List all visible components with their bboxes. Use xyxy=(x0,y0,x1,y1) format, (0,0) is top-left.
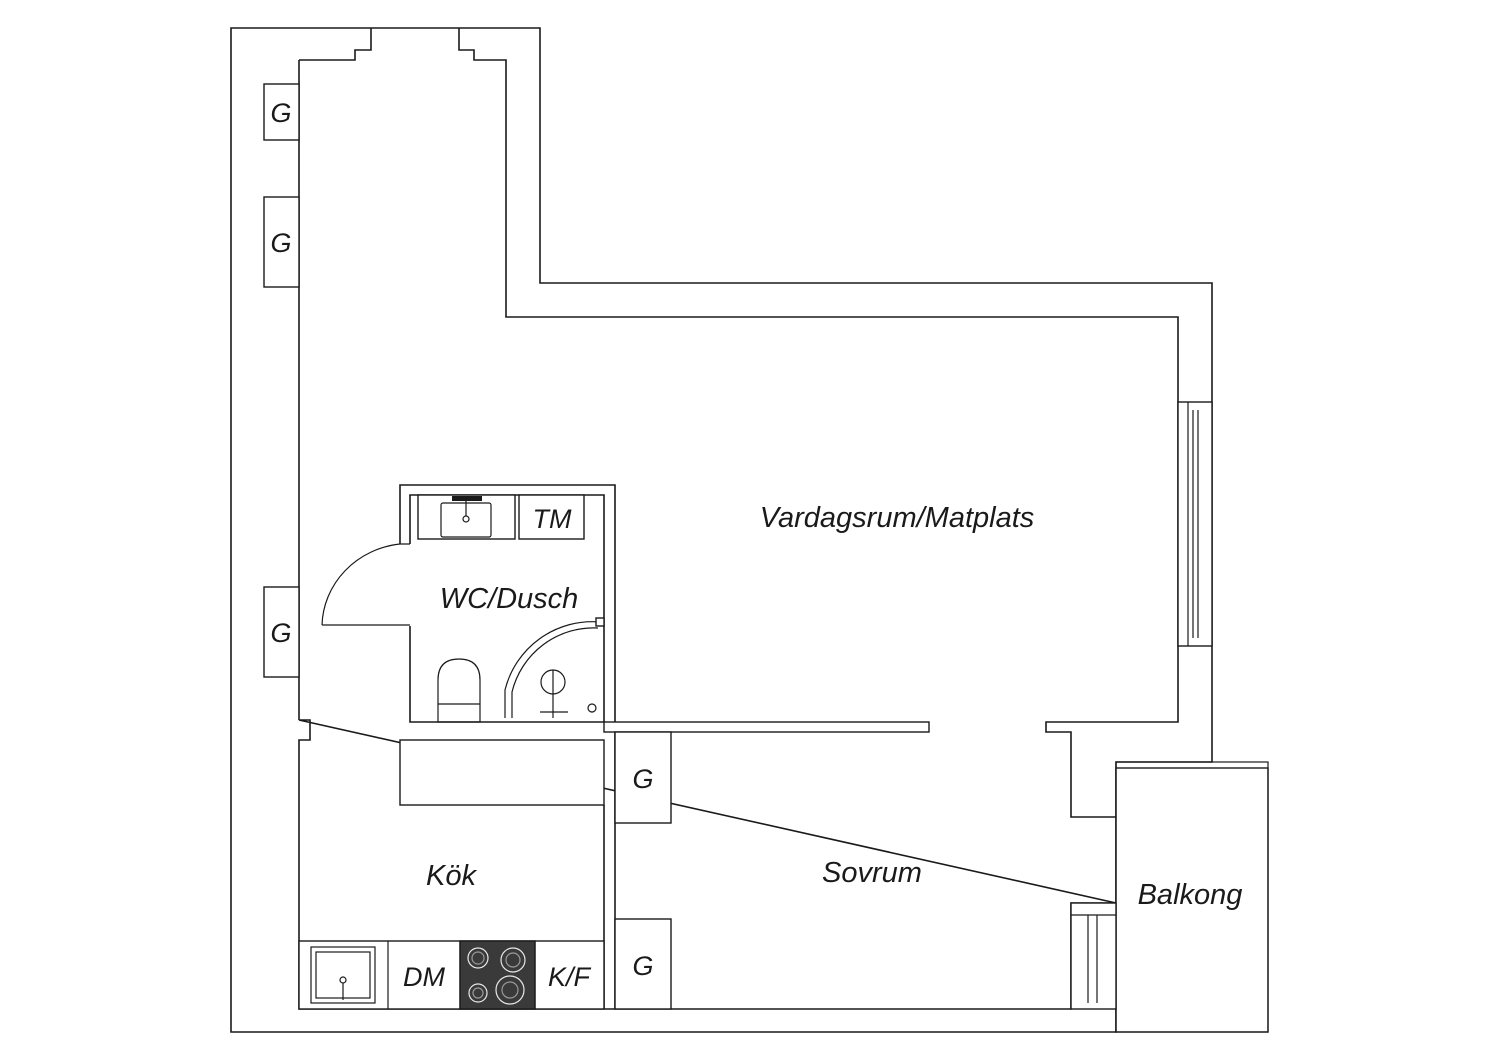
bathroom-sink xyxy=(417,494,516,540)
toilet-icon xyxy=(437,658,481,723)
label-bathroom: WC/Dusch xyxy=(440,583,579,615)
bedroom-wardrobe-2 xyxy=(614,918,672,1010)
label-living-room: Vardagsrum/Matplats xyxy=(760,502,1035,534)
label-bedroom-wardrobe-2: G xyxy=(632,951,653,981)
outer-wall xyxy=(230,27,1213,1033)
bathroom-door xyxy=(321,543,410,626)
kitchen-wall-block xyxy=(399,739,605,806)
label-bedroom: Sovrum xyxy=(822,857,922,889)
balcony-railing xyxy=(1115,761,1269,1033)
label-wardrobe-2: G xyxy=(270,228,291,258)
balcony xyxy=(1115,767,1269,1033)
label-kitchen: Kök xyxy=(426,860,477,892)
wardrobe-1 xyxy=(263,83,300,141)
shower-icon xyxy=(504,621,604,718)
label-dishwasher: DM xyxy=(403,962,445,992)
partition-wall xyxy=(603,721,930,733)
wardrobe-3 xyxy=(263,586,300,678)
label-wardrobe-1: G xyxy=(270,98,291,128)
bedroom-window xyxy=(1070,902,1117,1010)
washing-machine xyxy=(518,494,585,540)
wardrobe-2 xyxy=(263,196,300,288)
bedroom-wardrobe-1 xyxy=(614,731,672,824)
label-bedroom-wardrobe-1: G xyxy=(632,764,653,794)
label-washing-machine: TM xyxy=(533,504,572,534)
label-wardrobe-3: G xyxy=(270,618,291,648)
kitchen-sink xyxy=(310,946,376,1004)
label-balcony: Balkong xyxy=(1138,879,1243,911)
bathroom-wall xyxy=(399,484,616,723)
living-window xyxy=(1177,401,1213,647)
label-fridge-freezer: K/F xyxy=(548,962,592,992)
